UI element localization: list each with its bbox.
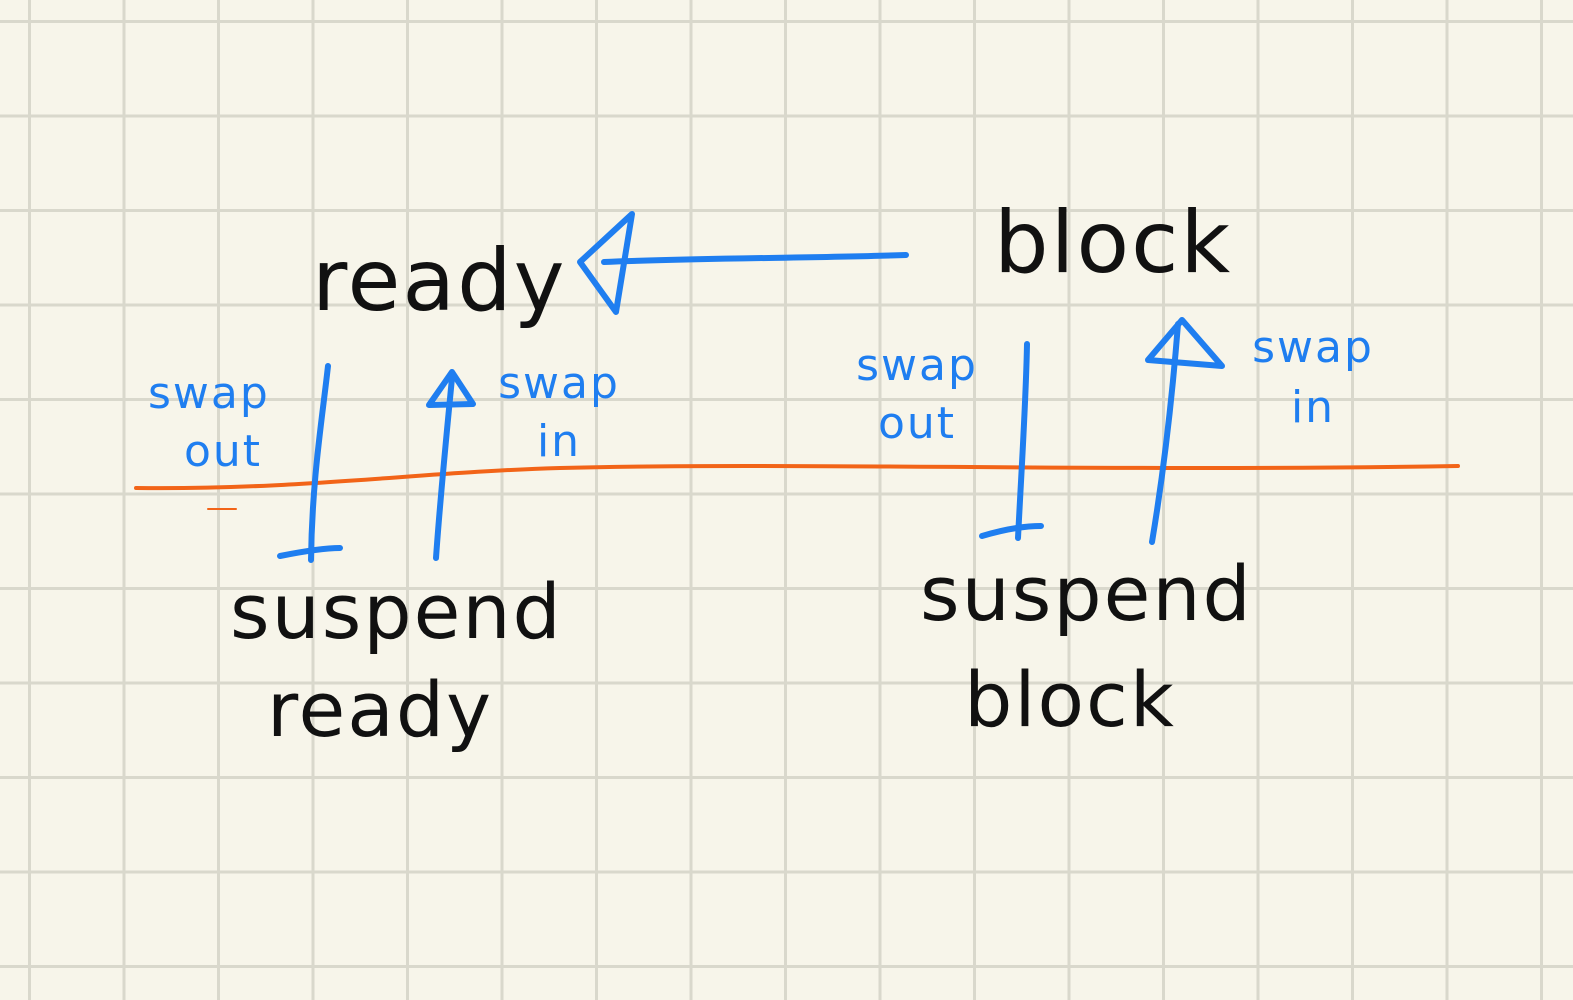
- label-right-swap-out-line2: out: [877, 398, 957, 449]
- state-suspend-ready-line1: suspend: [230, 567, 563, 656]
- block-to-ready-arrow: [601, 252, 909, 265]
- label-left-swap-in-line1: swap: [498, 358, 620, 409]
- label-right-swap-in-line1: swap: [1252, 322, 1374, 373]
- state-suspend-block: suspend block: [920, 549, 1253, 744]
- block-swap-in-arrowhead: [1145, 317, 1225, 369]
- label-left-swap-out-line1: swap: [148, 368, 270, 419]
- block-swap-out-arrow: [1015, 341, 1030, 541]
- label-right-swap-in: swap in: [1240, 326, 1386, 430]
- label-left-swap-out: swap out: [148, 372, 268, 474]
- label-left-swap-in: swap in: [496, 362, 622, 464]
- label-right-swap-in-line2: in: [1290, 382, 1336, 433]
- label-right-swap-out: swap out: [855, 344, 979, 446]
- label-left-swap-in-line2: in: [536, 416, 582, 467]
- state-suspend-ready-line2: ready: [266, 665, 494, 754]
- ready-swap-out-arrow: [308, 363, 331, 563]
- label-left-swap-out-line2: out: [183, 426, 263, 477]
- divider-line: [134, 464, 1460, 491]
- ready-swap-in-arrow: [433, 375, 455, 561]
- ready-swap-in-arrowhead: [426, 369, 476, 408]
- state-ready: ready: [312, 231, 567, 331]
- state-suspend-block-line2: block: [964, 655, 1176, 744]
- label-right-swap-out-line1: swap: [856, 340, 978, 391]
- state-suspend-block-line1: suspend: [920, 549, 1253, 638]
- ready-swap-out-arrowhead: [277, 545, 343, 559]
- block-swap-out-arrowhead: [979, 523, 1044, 539]
- block-swap-in-arrow: [1149, 321, 1181, 545]
- state-suspend-ready: suspend ready: [230, 567, 563, 754]
- block-to-ready-arrowhead: [577, 211, 635, 315]
- state-block: block: [994, 193, 1233, 293]
